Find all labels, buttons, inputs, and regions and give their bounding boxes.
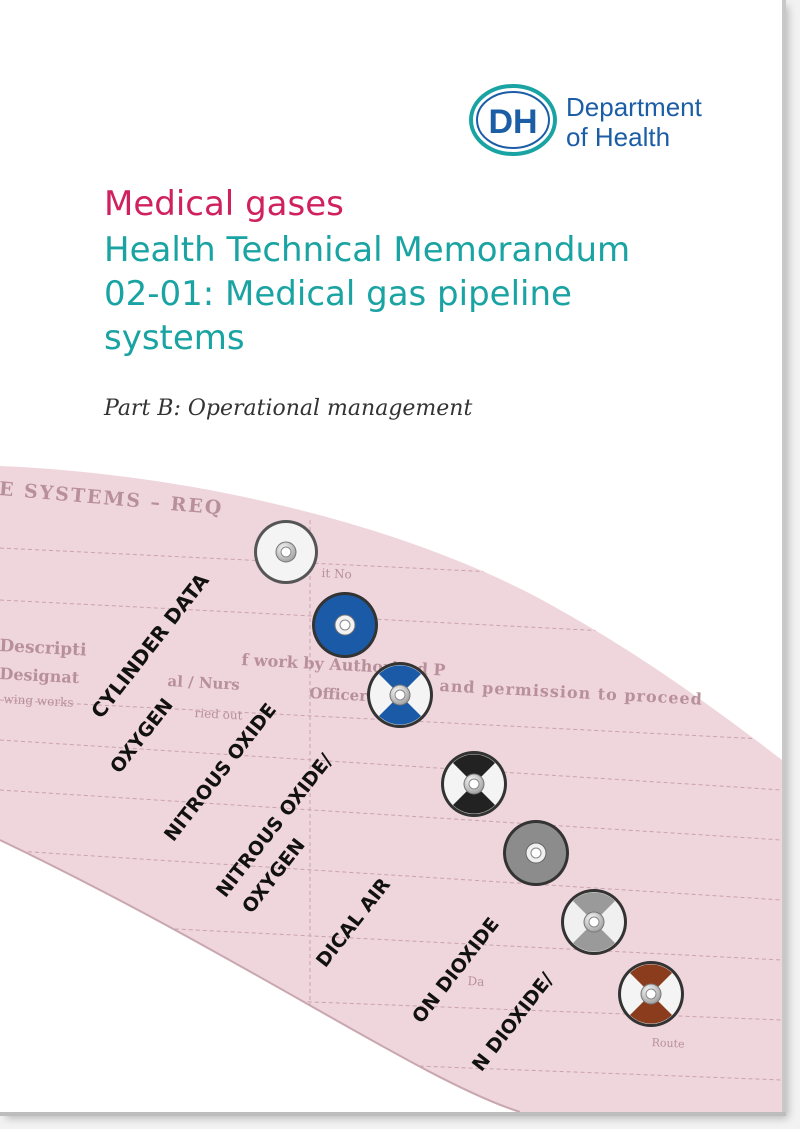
- disc-nitrous-oxide-oxygen-icon: [441, 751, 507, 817]
- dh-logo-mark-icon: DH: [469, 84, 557, 156]
- dh-logo-mark-text: DH: [488, 103, 537, 141]
- title-htm: Health Technical Memorandum 02-01: Medic…: [104, 228, 630, 360]
- title-line-2: Health Technical Memorandum: [104, 230, 631, 270]
- dh-logo: DH Department of Health: [466, 82, 716, 162]
- cover-shadow-right: [782, 0, 786, 1116]
- disc-oxygen-icon: [312, 592, 378, 658]
- disc-carbon-dioxide-icon: [561, 889, 627, 955]
- band-edge: [0, 839, 521, 1112]
- subtitle-part-b: Part B: Operational management: [104, 396, 473, 421]
- disc-medical-air-icon: [503, 820, 569, 886]
- cylinder-discs: [254, 520, 684, 1027]
- disc-carbon-dioxide-oxygen-icon: [618, 961, 684, 1027]
- dh-logo-text: Department of Health: [566, 92, 702, 152]
- title-medical-gases: Medical gases: [104, 184, 344, 224]
- document-cover: E SYSTEMS – REQ Descripti f work by Auth…: [0, 0, 782, 1112]
- dh-logo-line1: Department: [566, 92, 702, 122]
- dh-logo-line2: of Health: [566, 122, 671, 152]
- disc-white-icon: [254, 520, 318, 584]
- cover-shadow-bottom: [0, 1112, 786, 1116]
- title-line-3: 02-01: Medical gas pipeline: [104, 274, 572, 314]
- title-line-4: systems: [104, 318, 245, 358]
- disc-nitrous-oxide-icon: [367, 662, 433, 728]
